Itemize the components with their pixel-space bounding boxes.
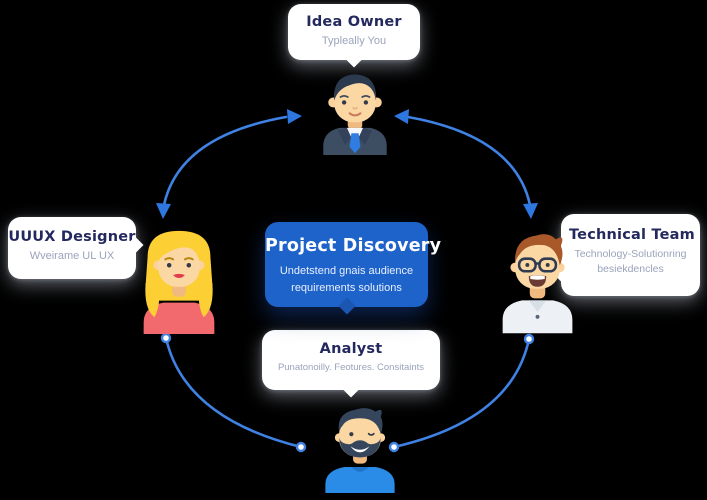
idea-owner-avatar bbox=[309, 68, 401, 155]
idea-owner-subtitle: Typleally You bbox=[321, 35, 387, 47]
project-discovery-box: Project Discovery Undetstend gnais audie… bbox=[265, 222, 442, 315]
idea-owner-card: Idea Owner Typleally You bbox=[288, 4, 420, 68]
ux-designer-title: UUUX Designer bbox=[8, 229, 136, 245]
connector-dot-icon bbox=[160, 332, 172, 344]
technical-team-card: Technical Team Technology-Solutionring b… bbox=[553, 214, 700, 296]
arc-top-right-arrow bbox=[406, 115, 532, 207]
ux-designer-subtitle: Wveirame UL UX bbox=[29, 250, 115, 262]
connector-dot-icon bbox=[523, 333, 535, 345]
woman-icon bbox=[143, 230, 215, 334]
ux-designer-avatar bbox=[134, 226, 224, 334]
arc-bottom-left-connector bbox=[164, 336, 303, 449]
analyst-avatar bbox=[315, 396, 405, 500]
analyst-card: Analyst Punatonoilly. Feotures. Consitai… bbox=[262, 330, 440, 398]
arc-bottom-right-connector bbox=[392, 337, 531, 449]
glasses-man-icon bbox=[502, 234, 573, 334]
arrowhead-down-right-icon bbox=[523, 203, 538, 219]
businessman-icon bbox=[323, 74, 387, 155]
project-discovery-title: Project Discovery bbox=[265, 236, 442, 256]
connector-dot-icon bbox=[388, 441, 400, 453]
technical-team-avatar bbox=[492, 226, 584, 334]
ux-designer-card: UUUX Designer Wveirame UL UX bbox=[8, 217, 144, 279]
analyst-title: Analyst bbox=[319, 341, 383, 357]
arrowhead-right-icon bbox=[287, 109, 302, 124]
arrowhead-down-left-icon bbox=[156, 203, 171, 219]
project-discovery-subtitle: Undetstend gnais audience requirements s… bbox=[279, 265, 414, 294]
arc-top-left-arrow bbox=[162, 115, 288, 207]
idea-owner-title: Idea Owner bbox=[306, 14, 402, 30]
analyst-subtitle: Punatonoilly. Feotures. Consitaints bbox=[277, 362, 425, 373]
technical-team-title: Technical Team bbox=[569, 227, 695, 243]
arrowhead-left-icon bbox=[394, 109, 409, 124]
connector-dot-icon bbox=[295, 441, 307, 453]
bearded-man-icon bbox=[325, 408, 395, 493]
technical-team-subtitle: Technology-Solutionring besiekdencles bbox=[574, 248, 687, 276]
